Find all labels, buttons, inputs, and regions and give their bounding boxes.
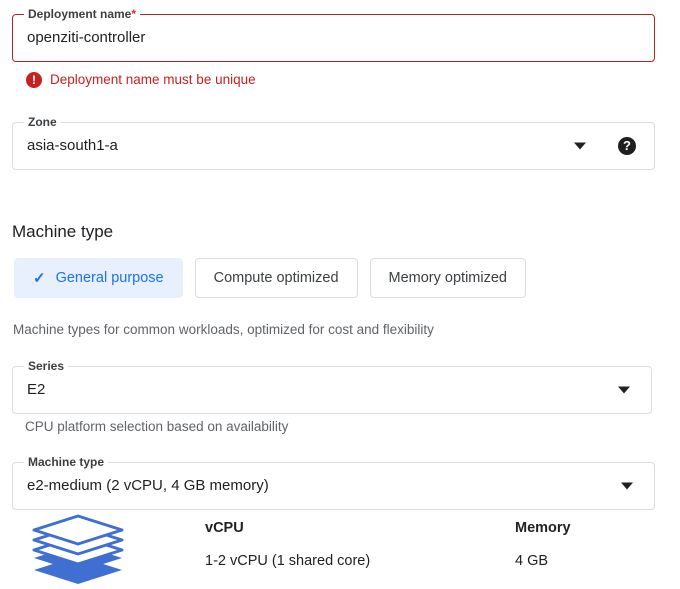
spec-header-memory: Memory: [515, 520, 571, 536]
spec-column-vcpu: vCPU 1-2 vCPU (1 shared core): [205, 518, 370, 571]
chip-general-purpose-label: General purpose: [55, 270, 164, 286]
deployment-name-error-text: Deployment name must be unique: [50, 72, 256, 87]
chevron-down-icon[interactable]: [621, 482, 633, 490]
deployment-name-field[interactable]: Deployment name* openziti-controller: [12, 7, 655, 62]
series-select[interactable]: Series E2: [12, 359, 652, 414]
series-value: E2: [27, 381, 46, 398]
machine-family-chip-group: ✓ General purpose Compute optimized Memo…: [14, 258, 526, 298]
spec-value-vcpu: 1-2 vCPU (1 shared core): [205, 553, 371, 569]
machine-type-label: Machine type: [24, 455, 109, 469]
zone-select[interactable]: Zone asia-south1-a ?: [12, 115, 655, 170]
spec-header-vcpu: vCPU: [205, 520, 244, 536]
series-helper-text: CPU platform selection based on availabi…: [25, 419, 289, 434]
zone-value: asia-south1-a: [27, 137, 118, 154]
chip-memory-optimized-label: Memory optimized: [388, 270, 507, 286]
machine-type-select[interactable]: Machine type e2-medium (2 vCPU, 4 GB mem…: [12, 455, 655, 510]
help-question-icon[interactable]: ?: [618, 137, 636, 155]
zone-label: Zone: [24, 115, 61, 129]
chevron-down-icon[interactable]: [618, 386, 630, 394]
deployment-name-input-value[interactable]: openziti-controller: [27, 29, 146, 46]
page-title: Machine type: [12, 222, 114, 241]
series-label: Series: [24, 359, 69, 373]
chip-compute-optimized-label: Compute optimized: [213, 270, 339, 286]
chevron-down-icon[interactable]: [574, 142, 586, 150]
error-exclamation-icon: !: [26, 72, 42, 88]
chip-memory-optimized[interactable]: Memory optimized: [369, 258, 526, 298]
spec-column-memory: Memory 4 GB: [515, 518, 571, 571]
chip-compute-optimized[interactable]: Compute optimized: [194, 258, 358, 298]
chip-general-purpose[interactable]: ✓ General purpose: [14, 258, 183, 298]
machine-family-helper-text: Machine types for common workloads, opti…: [13, 322, 434, 337]
layers-stack-icon: [30, 512, 126, 584]
check-icon: ✓: [33, 269, 46, 287]
deployment-name-label: Deployment name*: [24, 7, 141, 21]
machine-type-value: e2-medium (2 vCPU, 4 GB memory): [27, 477, 269, 494]
deployment-name-error: ! Deployment name must be unique: [26, 72, 256, 88]
required-asterisk: *: [131, 7, 137, 21]
spec-value-memory: 4 GB: [515, 553, 549, 569]
